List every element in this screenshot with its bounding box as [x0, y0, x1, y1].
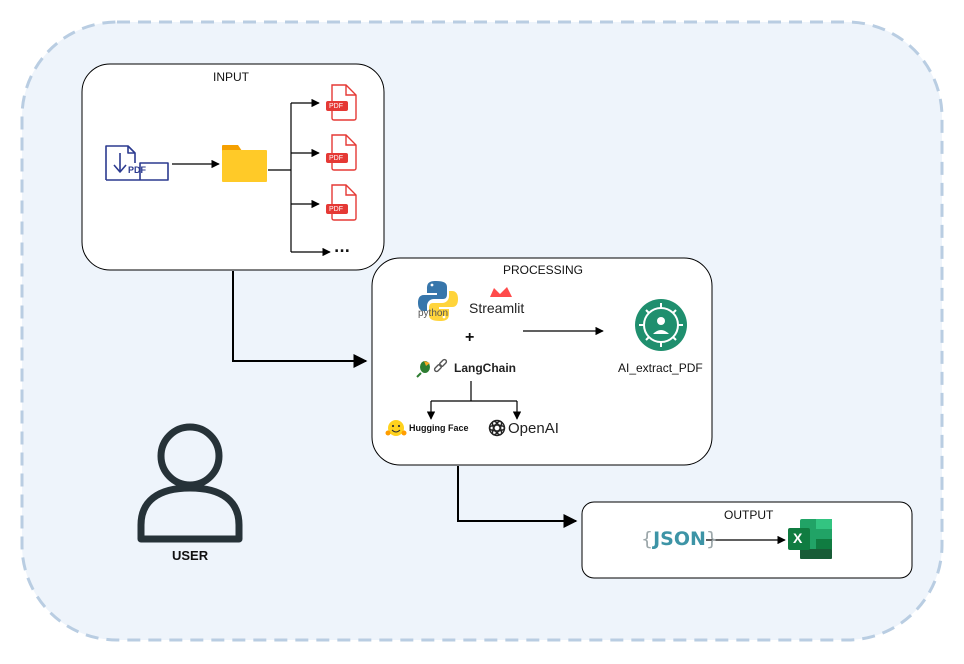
arrow-fanout [268, 98, 331, 257]
excel-icon [788, 519, 832, 559]
input-title: INPUT [213, 70, 249, 84]
ai-extract-label: AI_extract_PDF [618, 361, 703, 375]
json-open-brace: { [641, 528, 654, 550]
pdf-badge: PDF [329, 206, 343, 213]
connector-input-to-processing [232, 271, 368, 368]
pdf-badge: PDF [329, 103, 343, 110]
json-label: {JSON} [641, 528, 718, 550]
hugging-face-label: Hugging Face [409, 423, 469, 433]
output-title: OUTPUT [724, 508, 774, 522]
json-text: JSON [653, 528, 706, 550]
user-icon [137, 423, 243, 543]
openai-label: OpenAI [508, 420, 559, 437]
langchain-label: LangChain [454, 361, 516, 375]
more-files-ellipsis: ... [334, 240, 350, 256]
processing-title: PROCESSING [503, 263, 584, 277]
user-label: USER [172, 548, 209, 563]
pdf-download-label: PDF [128, 165, 146, 175]
processing-box [371, 257, 713, 466]
pdf-file-icon [326, 184, 357, 221]
streamlit-label: Streamlit [469, 300, 525, 316]
langchain-logo-icon [416, 358, 448, 378]
arrow-langchain-split [426, 381, 522, 420]
folder-icon [222, 145, 267, 182]
excel-letter: X [793, 530, 803, 546]
json-close-brace: } [705, 528, 718, 550]
pdf-file-icon [326, 84, 357, 121]
hugging-face-logo-icon [385, 420, 407, 436]
ai-extract-icon [635, 299, 687, 351]
openai-logo-icon [488, 419, 506, 437]
python-logo-icon [418, 281, 458, 321]
python-label: python [418, 308, 449, 319]
pdf-badge: PDF [329, 155, 343, 162]
plus-sign: + [465, 329, 475, 346]
pdf-file-icon [326, 134, 357, 171]
connector-processing-to-output [457, 466, 578, 528]
streamlit-logo-icon [490, 287, 512, 297]
pdf-download-icon [105, 145, 169, 181]
